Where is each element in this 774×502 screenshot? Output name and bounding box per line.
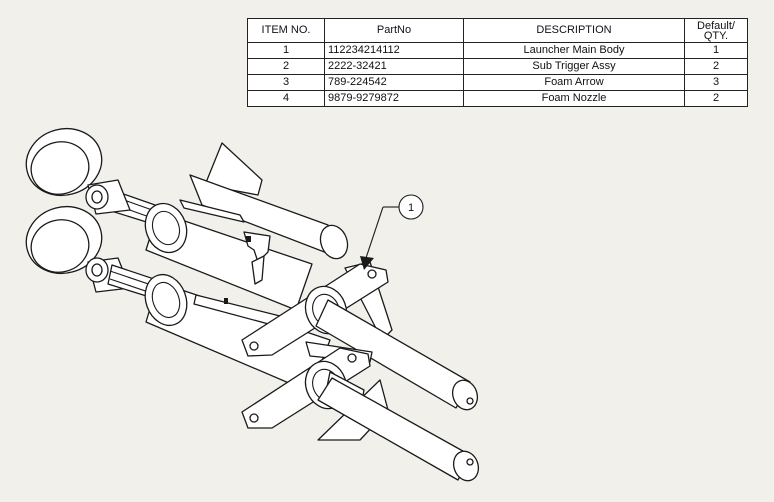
lower-pull-ring — [25, 205, 131, 293]
bom-cell-part: 789-224542 — [324, 74, 464, 91]
table-row: 3 789-224542 Foam Arrow 3 — [247, 74, 748, 91]
balloon-circle — [398, 194, 424, 220]
item-balloon-callout: 1 — [360, 194, 424, 270]
bom-cell-part: 9879-9279872 — [324, 90, 464, 107]
bom-header-description: DESCRIPTION — [463, 18, 685, 43]
lower-nozzle-barrel — [304, 360, 480, 482]
upper-barrel-rear — [189, 174, 349, 260]
table-row: 4 9879-9279872 Foam Nozzle 2 — [247, 90, 748, 107]
bill-of-materials-table: ITEM NO. PartNo DESCRIPTION Default/QTY.… — [247, 18, 748, 107]
upper-fin — [204, 142, 263, 196]
bom-header-qty-line2: QTY. — [703, 29, 729, 42]
bom-header-item: ITEM NO. — [247, 18, 325, 43]
bom-cell-qty: 2 — [684, 90, 748, 107]
upper-trigger — [179, 199, 271, 285]
bom-header-row: ITEM NO. PartNo DESCRIPTION Default/QTY. — [247, 18, 748, 43]
bom-cell-description: Foam Nozzle — [463, 90, 685, 107]
upper-pull-ring — [25, 127, 131, 215]
upper-nozzle-barrel — [304, 285, 479, 411]
bom-header-qty-line1: Default/ — [697, 19, 735, 32]
balloon-label: 1 — [408, 202, 414, 214]
table-row: 2 2222-32421 Sub Trigger Assy 2 — [247, 58, 748, 75]
